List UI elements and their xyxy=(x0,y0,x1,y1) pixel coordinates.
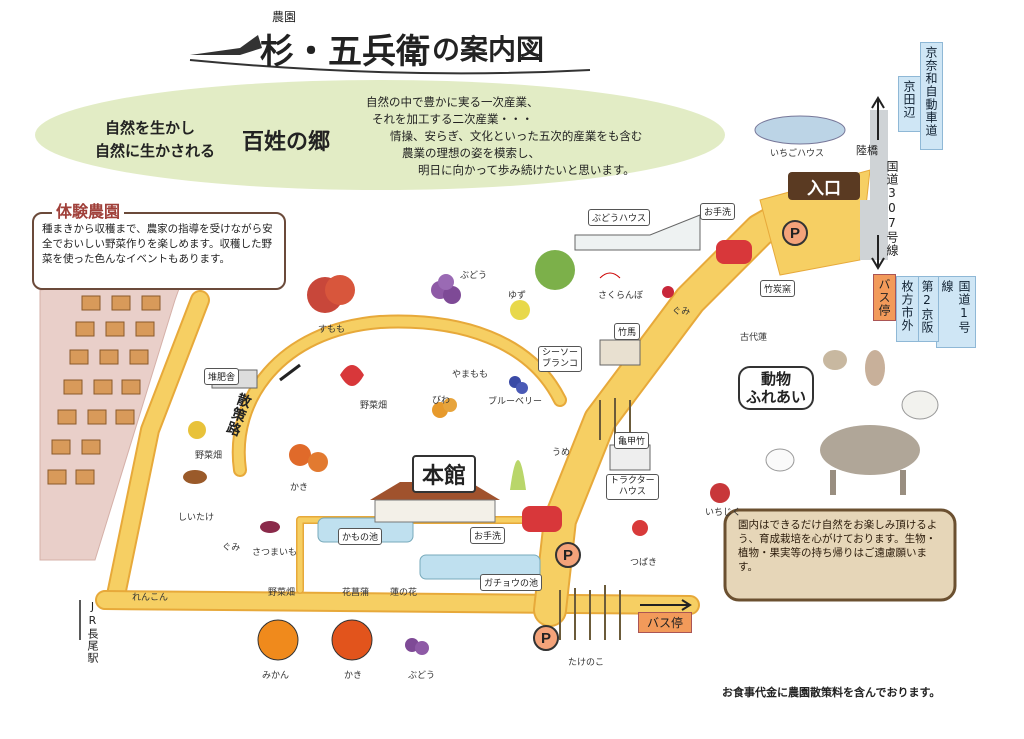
animal-area-line2: ふれあい xyxy=(746,388,807,406)
tag-gachounoike: ガチョウの池 xyxy=(480,574,543,591)
label-mikan: みかん xyxy=(262,671,290,681)
arrow-bus xyxy=(640,599,692,611)
slogan-highlight: 百姓の郷 xyxy=(242,129,331,155)
label-ume: うめ xyxy=(552,448,571,458)
experience-text: 種まきから収穫まで、農家の指導を受けながら安全でおいしい野菜作りを楽しめます。収… xyxy=(42,223,273,265)
tag-taihisha: 堆肥舎 xyxy=(204,368,240,385)
slogan-line2: 自然に生かされる xyxy=(95,142,216,160)
label-sumomo: すもも xyxy=(318,325,346,335)
tag-tractor: トラクター ハウス xyxy=(606,474,659,500)
title-name: 杉・五兵衛 xyxy=(260,32,430,72)
animals xyxy=(765,350,939,495)
title-small: 農園 xyxy=(272,10,297,24)
tag-kamonoike: かもの池 xyxy=(338,528,383,545)
label-budou-2: ぶどう xyxy=(408,671,436,681)
title-suffix: の案内図 xyxy=(432,33,545,66)
label-ichigo-house: いちごハウス xyxy=(770,149,825,159)
tag-otearai-1: お手洗 xyxy=(700,203,736,220)
title-underline xyxy=(189,59,591,75)
label-kaki-1: かき xyxy=(290,483,309,493)
animal-area-line1: 動物 xyxy=(761,370,792,388)
entrance-sign: 入口 xyxy=(788,172,860,200)
label-renkon: れんこん xyxy=(132,593,169,603)
sign-route1: 国道1号線 xyxy=(936,276,976,348)
label-budou-1: ぶどう xyxy=(460,271,488,281)
plow-art xyxy=(190,35,262,55)
label-yamamomo: やまもも xyxy=(452,370,489,380)
tag-budou-house: ぶどうハウス xyxy=(588,209,651,226)
tag-seesaw: シーソー ブランコ xyxy=(538,346,583,372)
animal-area-sign: 動物 ふれあい xyxy=(738,366,815,410)
highway-307 xyxy=(870,110,888,260)
label-shiitake: しいたけ xyxy=(178,513,215,523)
label-yasaibatake-3: 野菜畑 xyxy=(268,588,296,598)
intro-line: それを加工する二次産業・・・ xyxy=(372,112,533,126)
label-ichijiku: いちじく xyxy=(705,508,742,518)
intro-line: 自然の中で豊かに実る一次産業、 xyxy=(366,95,539,109)
label-yasaibatake-2: 野菜畑 xyxy=(195,451,223,461)
sign-kyotanabe: 京田辺 xyxy=(898,76,921,132)
honkan-sign: 本館 xyxy=(412,455,477,493)
label-gumi-1: ぐみ xyxy=(672,307,691,317)
intro-line: 農業の理想の姿を模索し、 xyxy=(402,146,540,160)
tag-otearai-2: お手洗 xyxy=(470,527,506,544)
sign-hirakata: 枚方市外 xyxy=(896,276,919,342)
arrow-down xyxy=(871,235,885,270)
slogan-line1: 自然を生かし xyxy=(105,119,196,137)
label-biwa: びわ xyxy=(432,396,451,406)
label-yuzu: ゆず xyxy=(508,291,527,301)
experience-title: 体験農園 xyxy=(52,198,125,222)
bus-stop-right: バス停 xyxy=(873,274,896,321)
sign-daini-keihan: 第2京阪 xyxy=(916,276,939,342)
label-kaki-2: かき xyxy=(344,671,363,681)
tag-chikuma: 竹馬 xyxy=(614,323,641,340)
tree xyxy=(510,460,526,490)
field-plots xyxy=(47,295,161,485)
parking-3: P xyxy=(533,625,559,651)
label-yasaibatake-1: 野菜畑 xyxy=(360,401,388,411)
car-2 xyxy=(522,506,562,532)
intro-line: 明日に向かって歩み続けたいと思います。 xyxy=(418,163,635,177)
tag-chikutan: 竹炭窯 xyxy=(760,280,796,297)
jr-station: JR長尾駅 xyxy=(86,600,99,664)
intro-line: 情操、安らぎ、文化といった五次的産業をも含む xyxy=(390,129,643,143)
car-1 xyxy=(716,240,752,264)
arrow-walk xyxy=(279,363,301,382)
footer-note: お食事代金に農園散策料を含んでおります。 xyxy=(722,686,941,699)
parking-2: P xyxy=(555,542,581,568)
label-blueberry: ブルーベリー xyxy=(488,397,543,407)
fruit-illustrations xyxy=(183,272,730,661)
sign-keinawa: 京奈和自動車道 xyxy=(920,42,943,150)
bus-stop-bottom: バス停 xyxy=(638,612,693,633)
notice-board-text: 園内はできるだけ自然をお楽しみ頂けるよう、育成栽培を心がけております。生物・植物… xyxy=(738,519,938,573)
label-sakuranbo: さくらんぼ xyxy=(598,291,644,301)
sign-route307: 国道307号線 xyxy=(885,160,899,257)
label-hasunohana: 蓮の花 xyxy=(390,588,418,598)
label-kodaihasu: 古代蓮 xyxy=(740,333,768,343)
experience-box: 体験農園 種まきから収穫まで、農家の指導を受けながら安全でおいしい野菜作りを楽し… xyxy=(32,198,286,290)
tag-kabutomushi: 亀甲竹 xyxy=(614,432,650,449)
arrow-up xyxy=(871,96,885,140)
parking-1: P xyxy=(782,220,808,246)
label-takenoko: たけのこ xyxy=(568,658,605,668)
ichigo-house-art xyxy=(754,115,846,145)
notice-board xyxy=(723,508,957,602)
intro-text: 自然の中で豊かに実る一次産業、 それを加工する二次産業・・・ 情操、安らぎ、文化… xyxy=(366,94,706,179)
label-gumi-2: ぐみ xyxy=(222,543,241,553)
label-hanashoubu: 花菖蒲 xyxy=(342,588,370,598)
label-tsubaki: つばき xyxy=(630,558,658,568)
sign-rikkyo: 陸橋 xyxy=(856,144,878,157)
label-satsumaimo: さつまいも xyxy=(252,548,298,558)
banner-cloud xyxy=(35,80,725,190)
